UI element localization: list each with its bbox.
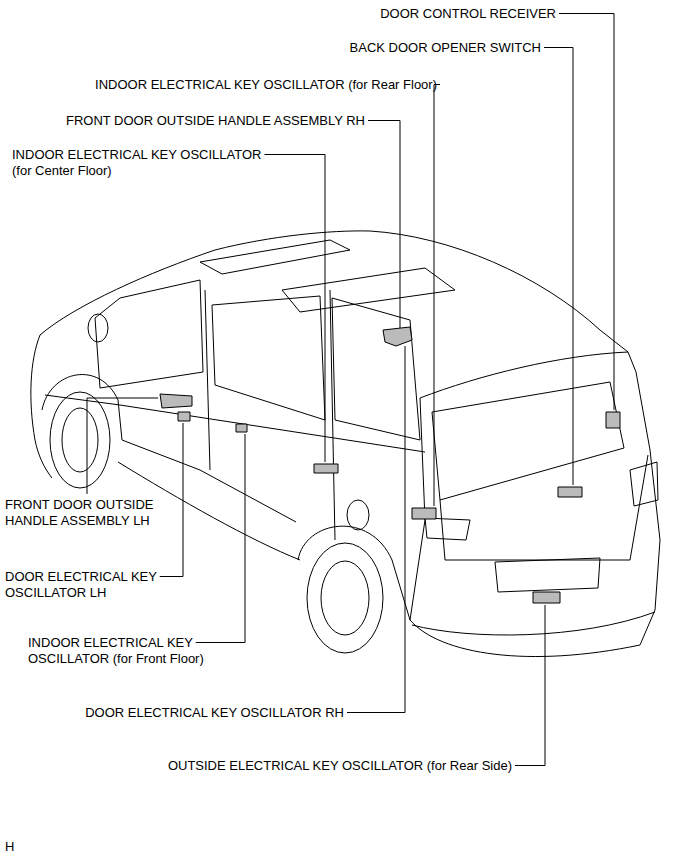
switch-symbol: [558, 487, 582, 497]
leader-line: [434, 85, 440, 507]
receiver-symbol: [606, 412, 620, 428]
part-label: INDOOR ELECTRICAL KEY OSCILLATOR (for Ce…: [12, 147, 274, 179]
part-label: INDOOR ELECTRICAL KEY OSCILLATOR (for Re…: [95, 77, 437, 93]
oscillator-symbol: [533, 592, 560, 603]
leader-line: [559, 14, 614, 411]
part-label: BACK DOOR OPENER SWITCH: [350, 40, 541, 56]
leader-line: [87, 398, 158, 494]
leader-line: [347, 346, 405, 713]
leader-line: [368, 121, 400, 329]
component-symbols: [160, 327, 620, 603]
handle-symbol: [160, 394, 192, 408]
oscillator-symbol: [412, 508, 436, 519]
leader-line: [160, 423, 183, 577]
leader-line: [196, 434, 245, 643]
leader-line: [515, 605, 545, 766]
part-label: FRONT DOOR OUTSIDE HANDLE ASSEMBLY LH: [5, 497, 163, 529]
oscillator-symbol: [236, 424, 247, 432]
part-label: DOOR CONTROL RECEIVER: [380, 6, 556, 22]
part-label: OUTSIDE ELECTRICAL KEY OSCILLATOR (for R…: [168, 758, 512, 774]
part-label: DOOR ELECTRICAL KEY OSCILLATOR LH: [5, 569, 167, 601]
handle-symbol: [383, 327, 412, 346]
oscillator-symbol: [314, 464, 338, 473]
part-label: INDOOR ELECTRICAL KEY OSCILLATOR (for Fr…: [28, 635, 210, 667]
oscillator-symbol: [178, 412, 190, 421]
leader-line: [264, 155, 325, 463]
figure-code: H: [5, 839, 14, 855]
van-outline: [31, 231, 660, 657]
part-label: DOOR ELECTRICAL KEY OSCILLATOR RH: [85, 705, 344, 721]
part-label: FRONT DOOR OUTSIDE HANDLE ASSEMBLY RH: [66, 113, 365, 129]
leader-line: [544, 48, 573, 486]
